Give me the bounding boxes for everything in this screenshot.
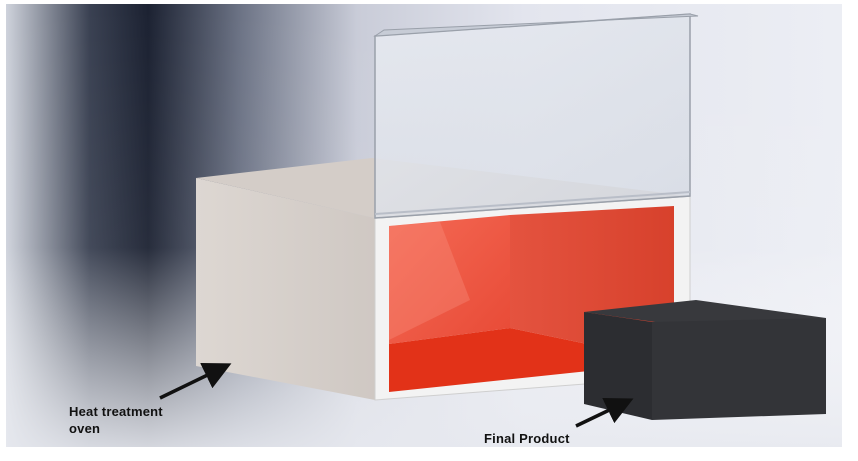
glass-door-edge: [373, 13, 699, 37]
product-front-face: [584, 312, 652, 420]
product-label: Final Product: [484, 431, 570, 446]
oven-arrow: [159, 363, 232, 400]
oven-label-line2: oven: [69, 421, 101, 436]
oven-side-face: [196, 178, 375, 400]
oven-label-line1: Heat treatment: [69, 404, 163, 419]
glass-door-bottom-edge: [374, 191, 691, 215]
oven-label: Heat treatment oven: [69, 403, 163, 437]
oven-interior-back: [389, 215, 510, 344]
glass-door: [374, 13, 691, 219]
product-right-face: [652, 318, 826, 420]
oven-interior-glow: [389, 222, 470, 340]
product-arrow: [575, 397, 634, 428]
oven-interior-floor: [389, 328, 674, 392]
